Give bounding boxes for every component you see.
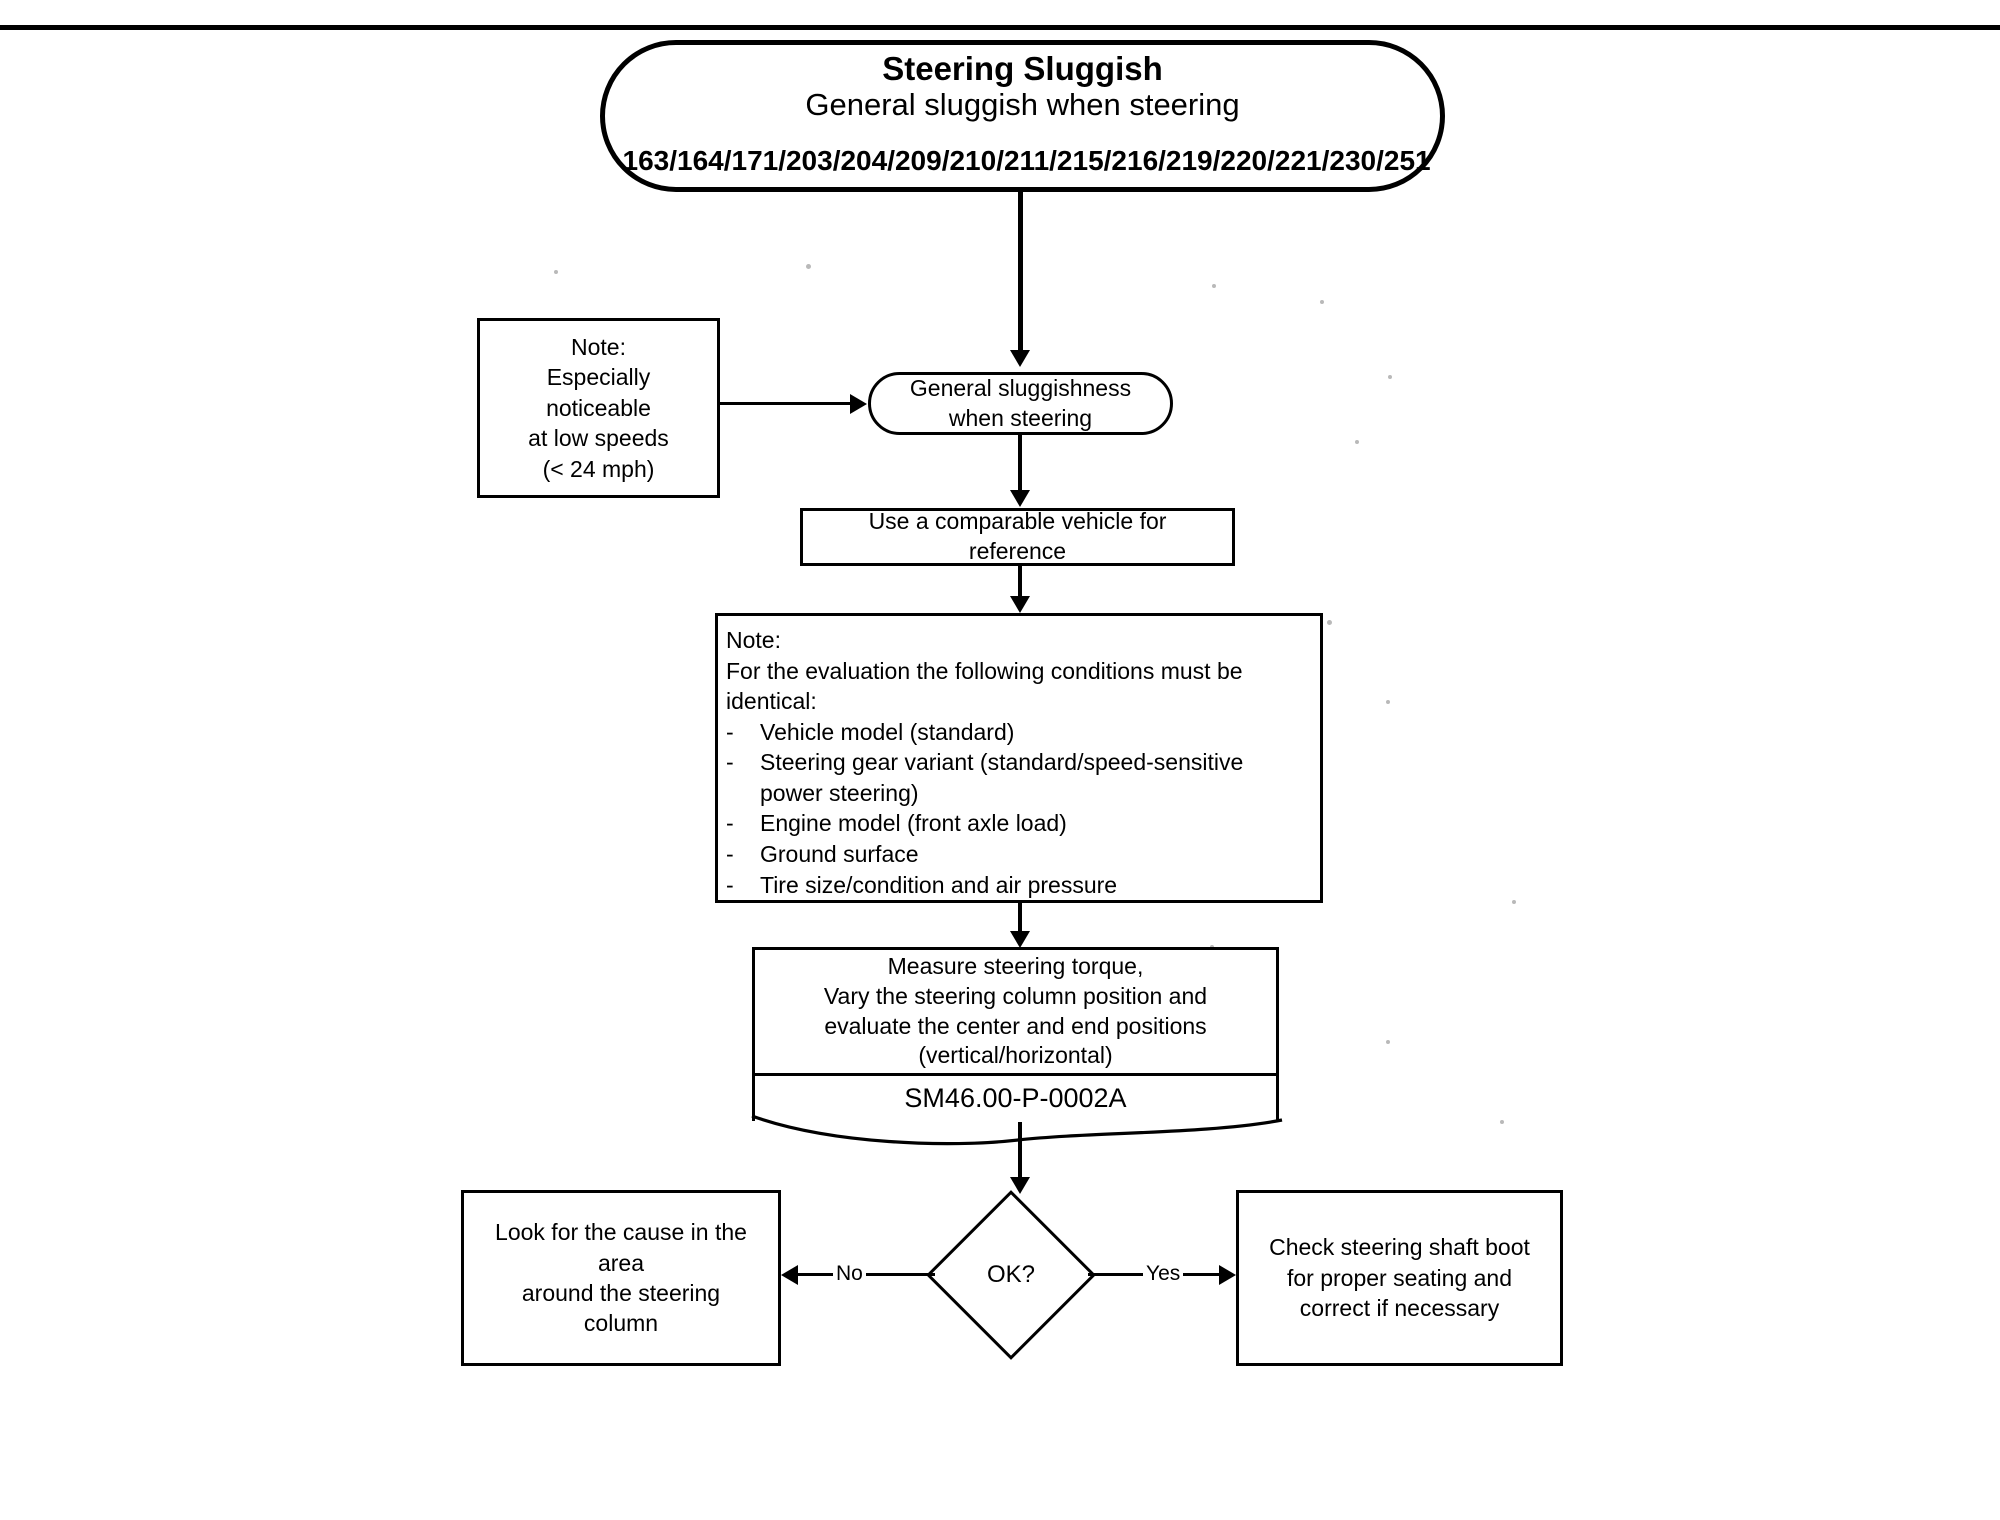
page-subtitle: General sluggish when steering — [805, 86, 1240, 122]
decision-ok-label: OK? — [986, 1261, 1036, 1288]
note-low-speed-line-3: noticeable — [546, 394, 651, 421]
note-conditions-intro-2: identical: — [726, 688, 817, 715]
edge-label-no: No — [833, 1263, 866, 1284]
connector-comparable-to-note — [1018, 566, 1022, 596]
page-title: Steering Sluggish — [882, 50, 1163, 87]
arrowhead-down — [1010, 350, 1030, 367]
check-boot-line-3: correct if necessary — [1299, 1295, 1500, 1322]
check-boot-line-1: Check steering shaft boot — [1269, 1234, 1530, 1261]
connector-sluggishness-to-comparable — [1018, 435, 1022, 490]
cause-column-line-3: around the steering — [521, 1280, 721, 1306]
note-low-speed-line-4: at low speeds — [528, 425, 669, 452]
condition-text: Engine model (front axle load) — [760, 810, 1067, 837]
note-low-speed-line-1: Note: — [571, 334, 626, 361]
comparable-vehicle-box: Use a comparable vehicle for reference — [800, 508, 1235, 566]
connector-note-to-measure — [1018, 903, 1022, 931]
list-item: Steering gear variant (standard/speed-se… — [726, 747, 1320, 808]
note-low-speed-line-2: Especially — [546, 364, 651, 391]
decision-ok-node: OK? — [926, 1190, 1096, 1360]
arrowhead-down — [1010, 596, 1030, 613]
measure-torque-box: Measure steering torque, Vary the steeri… — [752, 947, 1279, 1073]
document-reference-strip[interactable]: SM46.00-P-0002A — [752, 1073, 1279, 1121]
comparable-vehicle-line-2: reference — [968, 538, 1067, 564]
cause-column-box: Look for the cause in the area around th… — [461, 1190, 781, 1366]
scan-speck — [1388, 375, 1392, 379]
connector-measure-to-decision — [1018, 1122, 1022, 1177]
measure-torque-line-1: Measure steering torque, — [887, 952, 1144, 979]
note-low-speed-line-5: (< 24 mph) — [542, 455, 655, 482]
note-conditions-intro-1: For the evaluation the following conditi… — [726, 657, 1243, 684]
list-item: Tire size/condition and air pressure — [726, 870, 1320, 901]
condition-text: Vehicle model (standard) — [760, 718, 1015, 745]
document-reference-number: SM46.00-P-0002A — [904, 1083, 1127, 1113]
scan-speck — [1386, 1040, 1390, 1044]
measure-torque-line-2: Vary the steering column position and — [823, 982, 1208, 1009]
scan-speck — [1386, 700, 1390, 704]
cause-column-line-4: column — [583, 1310, 659, 1337]
note-conditions-list: Vehicle model (standard) Steering gear v… — [726, 717, 1320, 900]
comparable-vehicle-line-1: Use a comparable vehicle for — [868, 508, 1167, 535]
check-boot-line-2: for proper seating and — [1286, 1264, 1513, 1291]
note-conditions-heading: Note: — [726, 627, 781, 653]
arrowhead-down — [1010, 1177, 1030, 1194]
scan-speck — [806, 264, 811, 269]
diagram-header-capsule: Steering Sluggish General sluggish when … — [600, 40, 1445, 192]
general-sluggishness-node: General sluggishness when steering — [868, 372, 1173, 435]
scan-speck — [554, 270, 558, 274]
scan-speck — [1355, 440, 1359, 444]
model-codes: 163/164/171/203/204/209/210/211/215/216/… — [622, 144, 1431, 176]
page-top-rule — [0, 25, 2000, 30]
arrowhead-left — [781, 1265, 798, 1285]
condition-text: Ground surface — [760, 841, 919, 868]
torn-page-edge — [751, 1114, 1283, 1146]
note-low-speed-box: Note: Especially noticeable at low speed… — [477, 318, 720, 498]
scan-speck — [1500, 1120, 1504, 1124]
measure-torque-line-4: (vertical/horizontal) — [918, 1042, 1113, 1069]
general-sluggishness-line-1: General sluggishness — [909, 374, 1132, 401]
scan-speck — [1327, 620, 1332, 625]
measure-torque-line-3: evaluate the center and end positions — [824, 1012, 1207, 1039]
general-sluggishness-line-2: when steering — [948, 404, 1093, 431]
condition-text: Tire size/condition and air pressure — [760, 871, 1118, 898]
cause-column-line-1: Look for the cause in the — [495, 1219, 747, 1246]
list-item: Engine model (front axle load) — [726, 808, 1320, 839]
scan-speck — [1212, 284, 1216, 288]
condition-text: Steering gear variant (standard/speed-se… — [760, 749, 1244, 776]
scan-speck — [1320, 300, 1324, 304]
connector-header-to-sluggishness — [1018, 192, 1023, 350]
list-item: Ground surface — [726, 839, 1320, 870]
edge-label-yes: Yes — [1143, 1263, 1184, 1284]
note-conditions-box: Note: For the evaluation the following c… — [715, 613, 1323, 903]
scan-speck — [1512, 900, 1516, 904]
condition-text-continuation: power steering) — [760, 779, 919, 806]
cause-column-line-2: area — [597, 1249, 645, 1276]
arrowhead-down — [1010, 490, 1030, 507]
list-item: Vehicle model (standard) — [726, 717, 1320, 748]
arrowhead-right — [850, 394, 867, 414]
check-boot-box: Check steering shaft boot for proper sea… — [1236, 1190, 1563, 1366]
arrowhead-down — [1010, 931, 1030, 948]
connector-note-to-sluggishness — [720, 402, 850, 405]
arrowhead-right — [1219, 1265, 1236, 1285]
